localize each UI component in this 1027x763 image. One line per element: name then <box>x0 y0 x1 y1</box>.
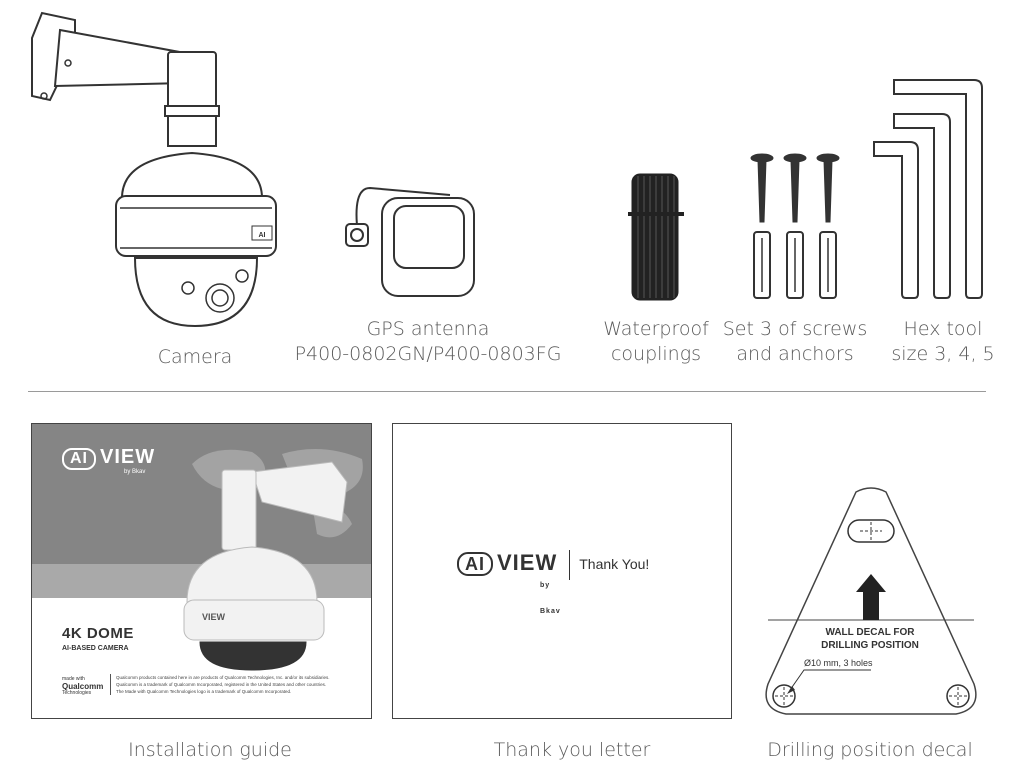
qualcomm-technologies: Technologies <box>62 690 92 696</box>
drilling-decal-illustration <box>765 487 977 715</box>
guide-fine-line2: Qualcomm is a trademark of Qualcomm Inco… <box>116 682 327 687</box>
qualcomm-brand: Qualcomm <box>62 682 104 691</box>
guide-logo-by: by Bkav <box>124 469 146 475</box>
svg-text:AI: AI <box>259 232 266 239</box>
waterproof-coupling-illustration <box>628 173 684 301</box>
guide-fine-line1: Qualcomm products contained here in are … <box>116 675 330 680</box>
caption-screws-line1: Set 3 of screws <box>722 318 868 340</box>
guide-title: 4K DOME <box>62 625 134 642</box>
caption-gps-line2: P400-0802GN/P400-0803FG <box>294 343 562 365</box>
svg-text:VIEW: VIEW <box>202 612 226 622</box>
caption-hex-tool: Hex tool size 3, 4, 5 <box>884 317 1002 367</box>
caption-waterproof-couplings: Waterproof couplings <box>596 317 716 367</box>
caption-gps-antenna: GPS antenna P400-0802GN/P400-0803FG <box>290 317 566 367</box>
caption-camera: Camera <box>157 346 233 368</box>
decal-title: WALL DECAL FOR DRILLING POSITION <box>800 626 940 652</box>
qualcomm-badge: made with Qualcomm Technologies <box>62 676 103 697</box>
letter-logo-ai: AI <box>457 552 493 576</box>
caption-screws-line2: and anchors <box>736 343 854 365</box>
caption-waterproof-line1: Waterproof <box>603 318 709 340</box>
caption-hex-line1: Hex tool <box>903 318 983 340</box>
hex-tool-illustration <box>873 79 983 299</box>
caption-thank-you-letter: Thank you letter <box>493 739 651 761</box>
decal-title-line1: WALL DECAL FOR <box>825 627 915 638</box>
camera-illustration: AI <box>31 11 277 328</box>
caption-waterproof-line2: couplings <box>610 343 702 365</box>
letter-logo-word: VIEW <box>497 550 558 575</box>
gps-antenna-illustration <box>345 186 475 297</box>
caption-drilling-decal: Drilling position decal <box>767 739 973 761</box>
guide-fine-print: Qualcomm products contained here in are … <box>110 674 356 695</box>
caption-installation-guide: Installation guide <box>128 739 292 761</box>
decal-hole-note: Ø10 mm, 3 holes <box>804 658 873 668</box>
guide-fine-line3: The Made with Qualcomm Technologies logo… <box>116 689 292 694</box>
guide-camera-image: VIEW <box>183 461 348 671</box>
guide-logo-ai: AI <box>62 448 96 470</box>
letter-separator <box>569 550 571 580</box>
qualcomm-made-with: made with <box>62 676 85 682</box>
caption-screws-anchors: Set 3 of screws and anchors <box>718 317 872 367</box>
screws-anchors-illustration <box>750 153 840 299</box>
guide-logo-word: VIEW <box>100 446 156 468</box>
caption-gps-line1: GPS antenna <box>366 318 490 340</box>
guide-subtitle: AI-BASED CAMERA <box>62 645 129 652</box>
letter-logo-by: by Bkav <box>540 582 561 615</box>
section-divider <box>28 391 986 392</box>
caption-hex-line2: size 3, 4, 5 <box>891 343 995 365</box>
decal-title-line2: DRILLING POSITION <box>821 640 919 651</box>
letter-thanks-text: Thank You! <box>579 556 650 572</box>
